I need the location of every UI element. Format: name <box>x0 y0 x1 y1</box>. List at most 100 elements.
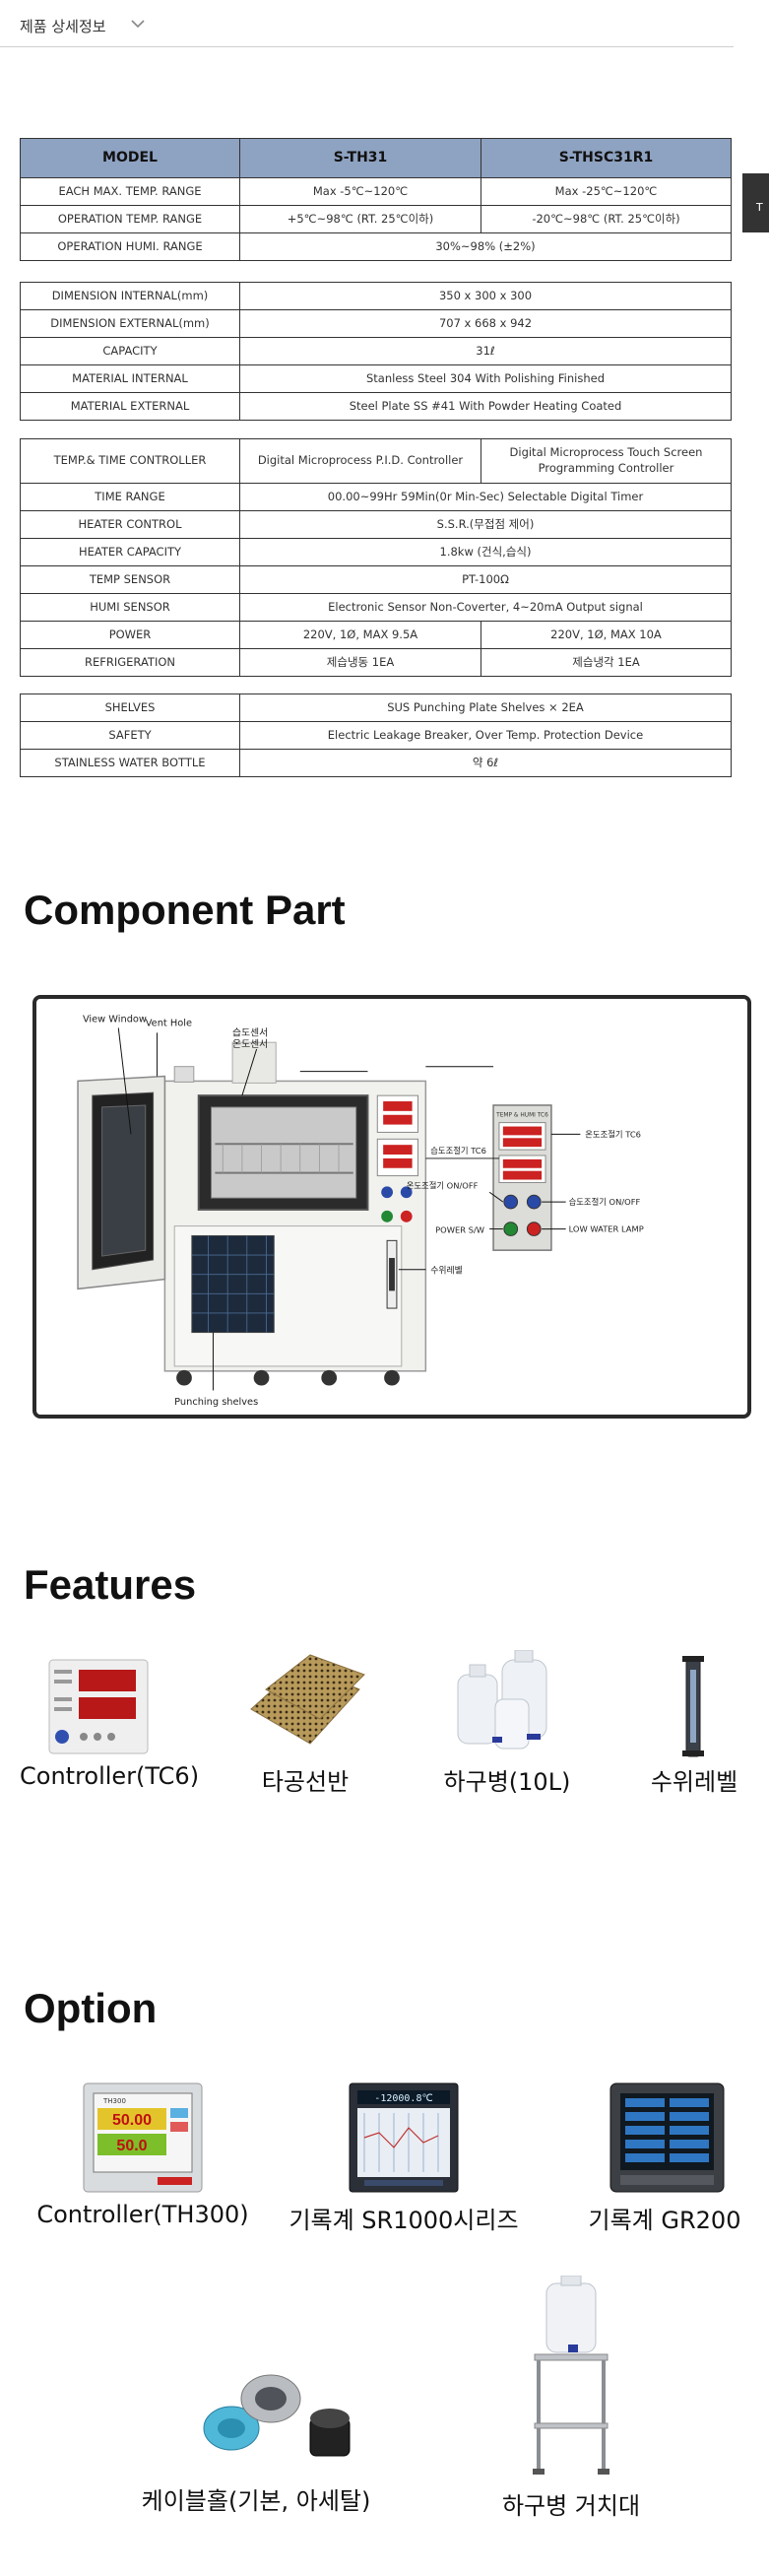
row-label: TEMP.& TIME CONTROLLER <box>20 438 240 484</box>
feature-label: 수위레벨 <box>650 1768 738 1796</box>
row-label: HEATER CONTROL <box>20 510 240 539</box>
row-value-a: Digital Microprocess P.I.D. Controller <box>239 438 481 484</box>
row-value: Steel Plate SS #41 With Powder Heating C… <box>239 392 732 421</box>
row-value-a: 제습냉동 1EA <box>239 648 481 677</box>
option-item-cable-hole: 케이블홀(기본, 아세탈) <box>118 2359 394 2516</box>
option-label: 기록계 GR200 <box>588 2207 741 2234</box>
row-label: OPERATION HUMI. RANGE <box>20 232 240 261</box>
row-value: 707 x 668 x 942 <box>239 309 732 338</box>
sr1000-readout: -12000.8℃ <box>374 2093 432 2104</box>
controller-tc6-icon <box>48 1659 149 1754</box>
row-value-b: Max -25℃~120℃ <box>481 177 732 206</box>
punched-shelf-icon <box>250 1654 365 1745</box>
row-label: DIMENSION INTERNAL(mm) <box>20 282 240 310</box>
th300-sv-value: 50.0 <box>116 2138 147 2154</box>
row-value-b: 220V, 1Ø, MAX 10A <box>481 621 732 649</box>
spec-table-dimension: DIMENSION INTERNAL(mm)350 x 300 x 300 DI… <box>20 282 732 421</box>
row-label: TEMP SENSOR <box>20 565 240 594</box>
feature-item-controller: Controller(TC6) <box>20 1650 199 1790</box>
header-model-b: S-THSC31R1 <box>481 138 732 178</box>
chamber-illustration: TEMP & HUMI TC6 View Window Vent Hole <box>77 1015 644 1408</box>
label-power-switch: POWER S/W <box>435 1224 484 1234</box>
feature-item-shelf: 타공선반 <box>236 1650 374 1797</box>
cable-hole-icon <box>203 2374 351 2457</box>
table-header-row: MODEL S-TH31 S-THSC31R1 <box>20 138 732 178</box>
side-tab-label: T <box>756 201 763 214</box>
row-label: HUMI SENSOR <box>20 593 240 622</box>
recorder-gr200-icon <box>609 2082 725 2193</box>
feature-item-bottle: 하구병(10L) <box>433 1649 581 1797</box>
row-value-a: 220V, 1Ø, MAX 9.5A <box>239 621 481 649</box>
row-label: MATERIAL EXTERNAL <box>20 392 240 421</box>
row-value: 약 6ℓ <box>238 749 733 777</box>
table-row: DIMENSION EXTERNAL(mm)707 x 668 x 942 <box>20 309 732 338</box>
row-value: 1.8kw (건식,습식) <box>239 538 732 566</box>
row-label: OPERATION TEMP. RANGE <box>20 205 240 233</box>
table-row: OPERATION TEMP. RANGE +5℃~98℃ (RT. 25℃이하… <box>20 205 732 233</box>
option-item-bottle-stand: 하구병 거치대 <box>463 2275 679 2521</box>
row-value-b: -20℃~98℃ (RT. 25℃이하) <box>481 205 732 233</box>
header-model-a: S-TH31 <box>239 138 481 178</box>
row-label: CAPACITY <box>20 337 240 365</box>
table-row: DIMENSION INTERNAL(mm)350 x 300 x 300 <box>20 282 732 310</box>
row-label: SAFETY <box>20 721 240 750</box>
row-value: S.S.R.(무접점 제어) <box>239 510 732 539</box>
label-vent-hole: Vent Hole <box>146 1018 192 1028</box>
row-value: SUS Punching Plate Shelves × 2EA <box>238 694 733 722</box>
row-label: REFRIGERATION <box>20 648 240 677</box>
th300-brand: TH300 <box>102 2097 126 2105</box>
row-label: HEATER CAPACITY <box>20 538 240 566</box>
label-low-water-lamp: LOW WATER LAMP <box>569 1224 644 1234</box>
th300-pv-value: 50.00 <box>112 2112 152 2129</box>
table-row: EACH MAX. TEMP. RANGE Max -5℃~120℃ Max -… <box>20 177 732 206</box>
component-part-title: Component Part <box>24 887 346 933</box>
chevron-down-icon[interactable] <box>130 18 146 30</box>
option-label: 하구병 거치대 <box>501 2492 641 2520</box>
detail-tab-label[interactable]: 제품 상세정보 <box>20 18 106 35</box>
row-value: 30%~98% (±2%) <box>239 232 732 261</box>
feature-item-water-level: 수위레벨 <box>630 1650 758 1797</box>
feature-label: 하구병(10L) <box>443 1768 571 1796</box>
side-floating-tab[interactable]: T <box>742 173 769 232</box>
row-label: TIME RANGE <box>20 483 240 511</box>
row-value: Electronic Sensor Non-Coverter, 4~20mA O… <box>239 593 732 622</box>
label-humi-controller: 습도조절기 TC6 <box>430 1146 486 1156</box>
row-value: 31ℓ <box>239 337 732 365</box>
row-label: STAINLESS WATER BOTTLE <box>20 749 240 777</box>
label-punching-shelves: Punching shelves <box>174 1397 258 1408</box>
label-water-level: 수위레벨 <box>430 1266 463 1277</box>
row-value: PT-100Ω <box>239 565 732 594</box>
label-view-window: View Window <box>83 1015 147 1025</box>
row-label: MATERIAL INTERNAL <box>20 364 240 393</box>
table-row: REFRIGERATION 제습냉동 1EA 제습냉각 1EA <box>20 648 732 677</box>
feature-label: 타공선반 <box>261 1768 350 1796</box>
spec-table-controller: TEMP.& TIME CONTROLLER Digital Microproc… <box>20 438 732 677</box>
option-item-controller-th300: 50.00 50.0 TH300 Controller(TH300) <box>34 2079 251 2228</box>
row-value-a: Max -5℃~120℃ <box>239 177 481 206</box>
row-label: SHELVES <box>20 694 240 722</box>
table-row: POWER 220V, 1Ø, MAX 9.5A 220V, 1Ø, MAX 1… <box>20 621 732 649</box>
water-bottle-icon <box>457 1649 547 1750</box>
bottle-stand-icon <box>533 2275 609 2475</box>
controller-th300-icon: 50.00 50.0 TH300 <box>83 2082 203 2193</box>
recorder-sr1000-icon: -12000.8℃ <box>349 2082 459 2193</box>
label-temp-controller: 온도조절기 TC6 <box>585 1129 641 1139</box>
row-label: DIMENSION EXTERNAL(mm) <box>20 309 240 338</box>
table-row: OPERATION HUMI. RANGE 30%~98% (±2%) <box>20 232 732 261</box>
detail-tab-bar: 제품 상세정보 <box>0 0 734 47</box>
option-title: Option <box>24 1985 158 2031</box>
features-title: Features <box>24 1561 197 1608</box>
option-label: 케이블홀(기본, 아세탈) <box>141 2487 371 2515</box>
option-label: Controller(TH300) <box>36 2201 249 2228</box>
label-humi-controller-onoff: 습도조절기 ON/OFF <box>569 1197 641 1207</box>
water-level-gauge-icon <box>682 1656 704 1757</box>
row-value: Electric Leakage Breaker, Over Temp. Pro… <box>238 721 733 750</box>
